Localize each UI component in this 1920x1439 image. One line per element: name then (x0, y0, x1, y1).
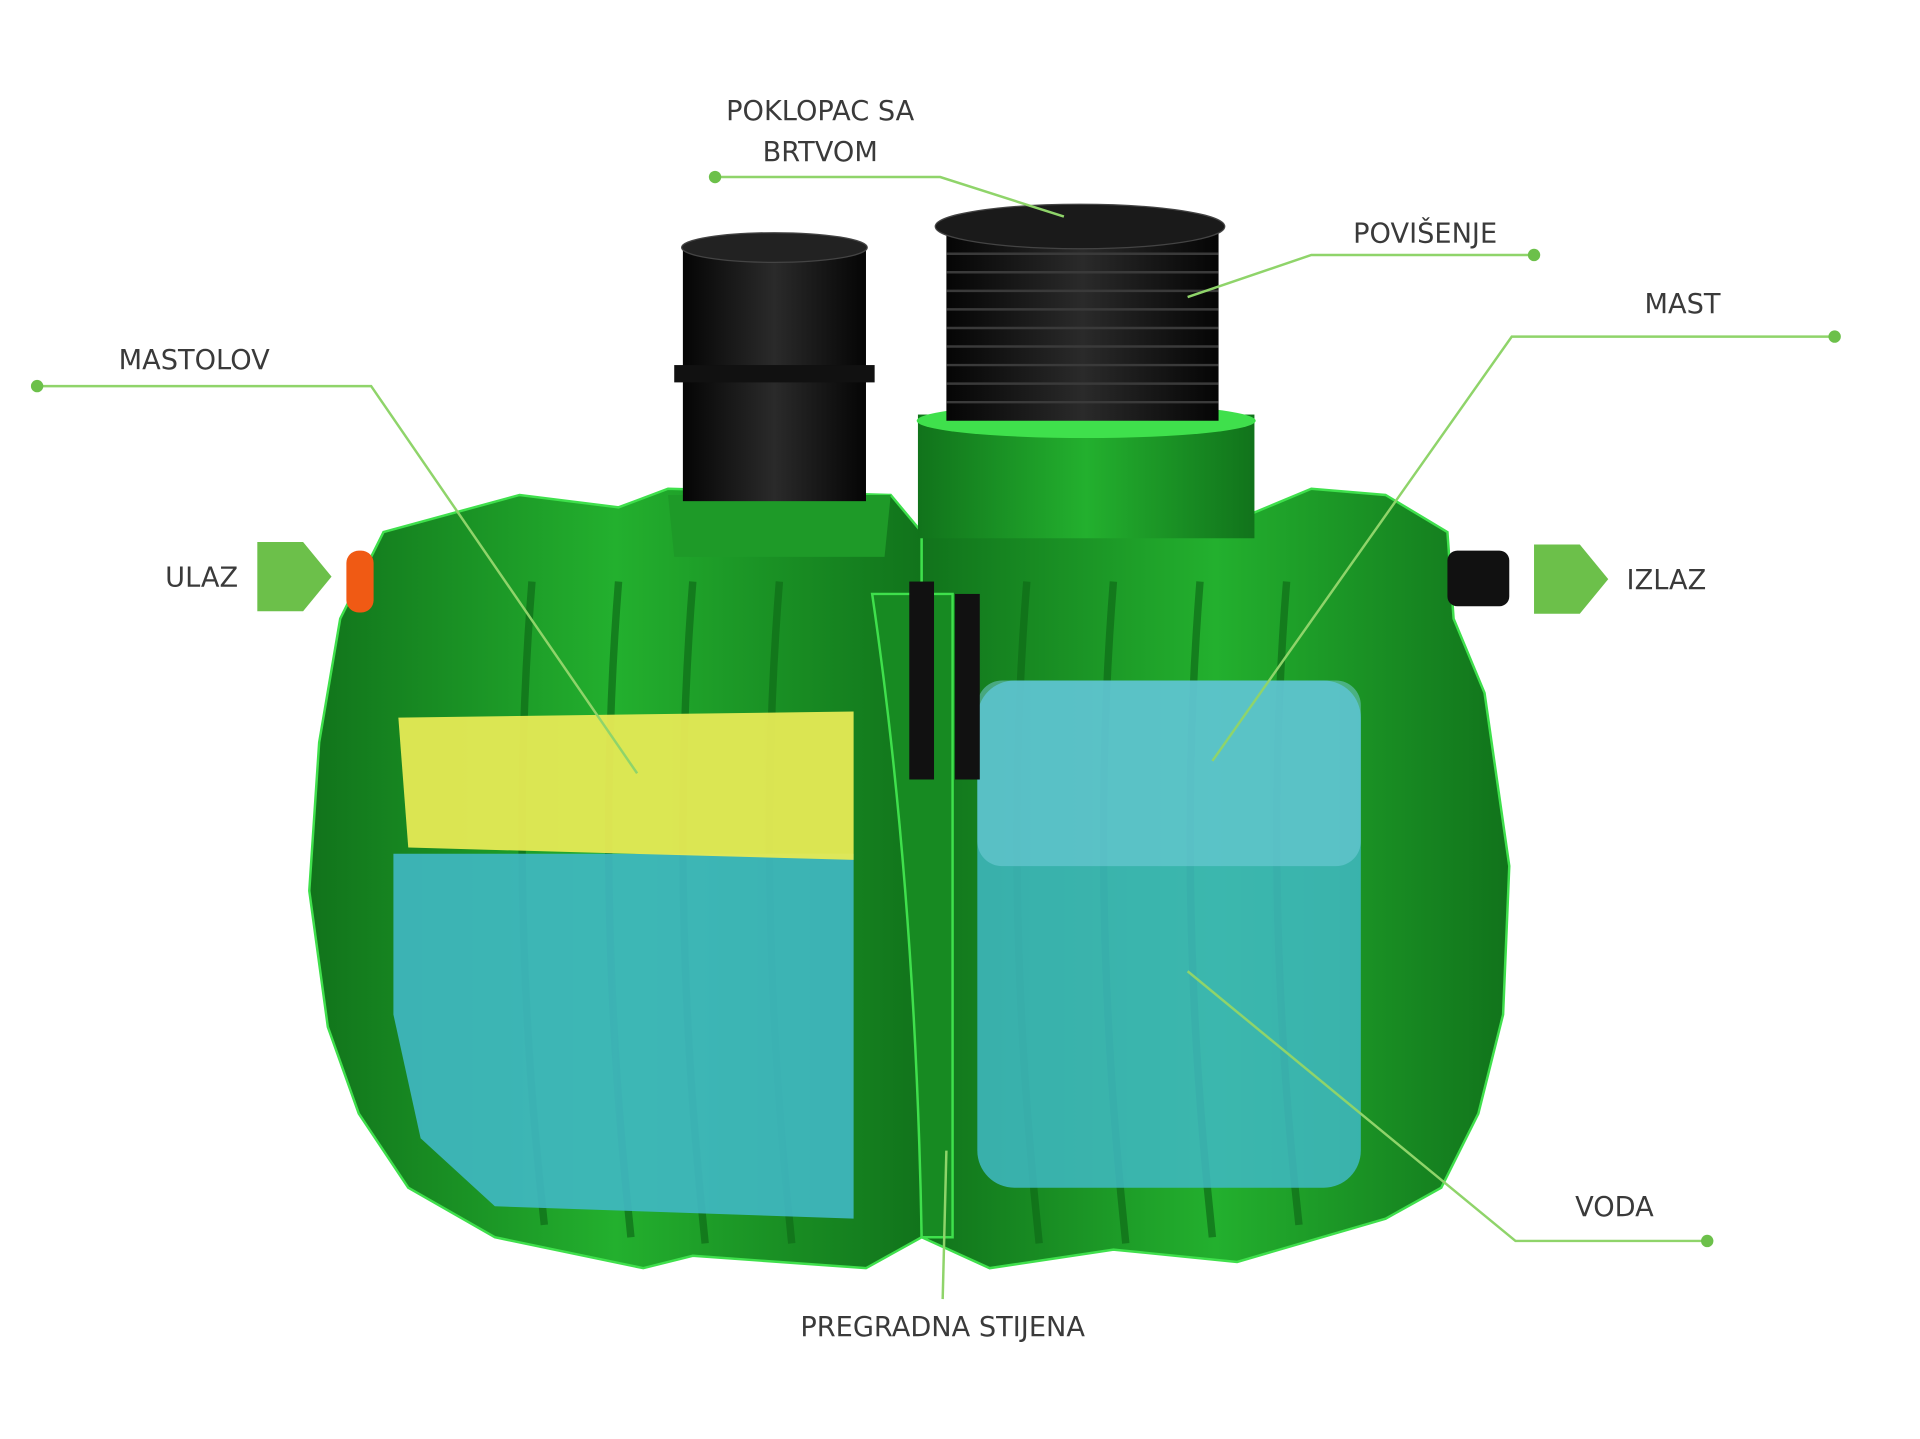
extension-riser (916, 203, 1256, 539)
partition-baffle-right (955, 593, 980, 780)
label-partition: PREGRADNA STIJENA (800, 1312, 1085, 1343)
tank (308, 203, 1511, 1270)
leader-partition (941, 1150, 948, 1300)
leader-cover (715, 175, 1065, 218)
outlet-arrow-icon (1534, 544, 1609, 614)
leader-dot (1701, 1234, 1714, 1248)
inlet-pipe (346, 550, 374, 613)
label-cover-line2: BRTVOM (763, 137, 878, 168)
leader-dot (30, 379, 44, 393)
label-inlet: ULAZ (165, 563, 238, 594)
leader-extension (1187, 253, 1535, 299)
water-left (393, 853, 854, 1219)
label-extension: POVIŠENJE (1353, 218, 1497, 250)
water-right-highlight (977, 680, 1361, 867)
label-cover-line1: POKLOPAC SA (726, 96, 914, 127)
leader-grease (1211, 335, 1835, 762)
cover-lid (934, 203, 1226, 250)
inspection-riser (668, 232, 891, 557)
leader-dot (1828, 330, 1841, 343)
label-outlet: IZLAZ (1627, 565, 1707, 596)
partition-baffle-left (909, 581, 935, 780)
leader-lines (30, 170, 1841, 1300)
leader-separator (37, 384, 639, 775)
grease-layer (398, 711, 854, 860)
label-separator: MASTOLOV (119, 345, 270, 376)
leader-dot (1527, 248, 1541, 262)
outlet-pipe (1447, 550, 1510, 607)
leader-dot (708, 170, 722, 184)
label-water: VODA (1575, 1192, 1654, 1223)
label-grease: MAST (1644, 289, 1720, 320)
leader-water (1186, 970, 1708, 1243)
inlet-arrow-icon (257, 541, 332, 612)
